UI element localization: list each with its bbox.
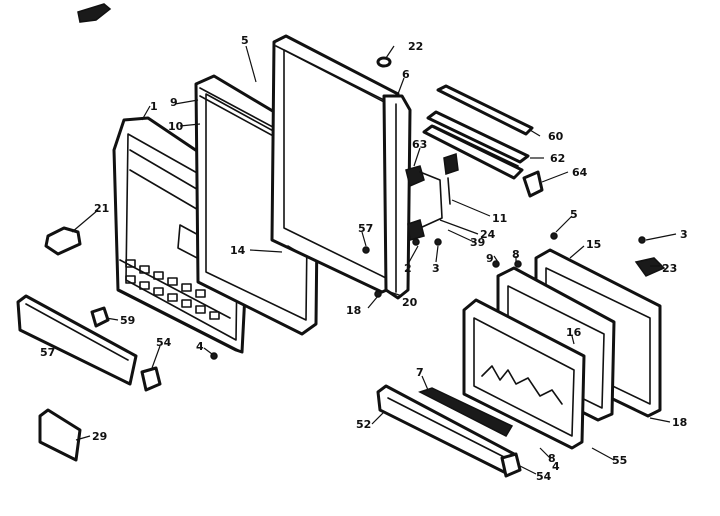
- callout-18-left: 18: [346, 304, 361, 317]
- callout-57-left: 57: [40, 346, 55, 359]
- callout-23: 23: [662, 262, 677, 275]
- part-29-cover: [38, 408, 82, 462]
- hardware-screws: [210, 56, 646, 360]
- part-3-screw: [434, 238, 442, 246]
- callout-55: 55: [612, 454, 627, 467]
- callout-59: 59: [120, 314, 135, 327]
- part-62-strip: [426, 110, 530, 164]
- callout-5-top: 5: [241, 34, 249, 47]
- part-3-screw-right: [638, 236, 646, 244]
- callout-54-left: 54: [156, 336, 172, 349]
- callout-11: 11: [492, 212, 507, 225]
- trim-strips: [422, 84, 534, 180]
- callout-39: 39: [470, 236, 485, 249]
- callout-3-mid: 3: [432, 262, 440, 275]
- callout-22: 22: [408, 40, 423, 53]
- part-16-inner-door-liner: [462, 298, 586, 450]
- callout-16: 16: [566, 326, 582, 339]
- callout-62: 62: [550, 152, 565, 165]
- callout-labels: 5 22 6 9 1 10 60 63 62 64 11 21 5 57 24 …: [40, 34, 688, 483]
- callout-63: 63: [412, 138, 427, 151]
- callout-21: 21: [94, 202, 109, 215]
- callout-4-bottom: 4: [552, 460, 560, 473]
- callout-54-bottom: 54: [536, 470, 552, 483]
- part-2-screw: [412, 238, 420, 246]
- part-21-handle-insert: [44, 226, 82, 256]
- callout-24: 24: [480, 228, 496, 241]
- part-14-edge: [287, 245, 299, 253]
- callout-10: 10: [168, 120, 184, 133]
- callout-6: 6: [402, 68, 410, 81]
- callout-3-right: 3: [680, 228, 688, 241]
- hinge-assembly: [405, 152, 459, 241]
- callout-29: 29: [92, 430, 107, 443]
- part-11-strip: [422, 124, 524, 180]
- callout-20: 20: [402, 296, 418, 309]
- callout-4-left: 4: [196, 340, 204, 353]
- part-57-trim-bar-left: [16, 294, 138, 386]
- callout-60: 60: [548, 130, 564, 143]
- callout-9-left: 9: [170, 96, 178, 109]
- callout-2: 2: [404, 262, 412, 275]
- part-8-screw: [514, 260, 522, 268]
- callout-15: 15: [586, 238, 601, 251]
- callout-57-right: 57: [358, 222, 373, 235]
- part-5-screw: [550, 232, 558, 240]
- callout-8-bottom: 8: [548, 452, 556, 465]
- part-54-clip-lower: [500, 452, 522, 478]
- part-18-screw: [374, 290, 382, 298]
- part-60-strip: [436, 84, 534, 136]
- part-23-latch: [634, 257, 666, 277]
- corner-blob-mark: [77, 3, 112, 23]
- part-64-clip: [522, 170, 544, 198]
- callout-9-right: 9: [486, 252, 494, 265]
- callout-5-right: 5: [570, 208, 578, 221]
- callout-8-top: 8: [512, 248, 520, 261]
- part-22-plug: [376, 56, 392, 68]
- part-4-screw-left: [210, 352, 218, 360]
- leader-lines: [71, 45, 677, 475]
- callout-52: 52: [356, 418, 371, 431]
- part-54-clip-left: [140, 366, 162, 392]
- part-6-door-panel: [382, 94, 412, 300]
- part-59-button: [90, 306, 110, 328]
- callout-14: 14: [230, 244, 246, 257]
- part-9-screw: [492, 260, 500, 268]
- part-57-screw: [362, 246, 370, 254]
- callout-64: 64: [572, 166, 588, 179]
- callout-1: 1: [150, 100, 158, 113]
- callout-7: 7: [416, 366, 424, 379]
- callout-18-right: 18: [672, 416, 687, 429]
